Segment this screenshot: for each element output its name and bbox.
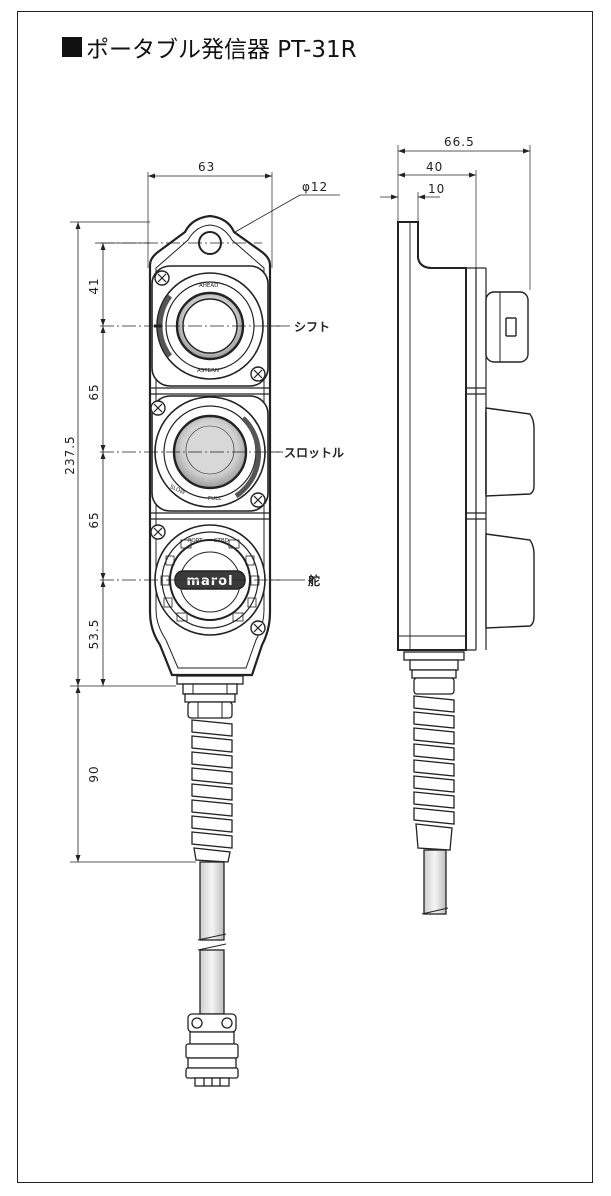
screw-icon: [250, 366, 266, 382]
dim-flange-label: 10: [428, 182, 445, 196]
cable: [197, 861, 227, 1015]
strain-relief-spring: [191, 719, 233, 863]
dim-width: [147, 172, 273, 268]
callout-throttle: スロットル: [284, 446, 344, 460]
side-cable-gland: [403, 651, 465, 695]
front-view: AHEAD ASTERN SLOW FULL: [70, 172, 340, 1087]
dim-bottom-offset-label: 53.5: [87, 619, 101, 650]
dim-gland-length-label: 90: [87, 765, 101, 782]
dim-pitch-2-label: 65: [87, 511, 101, 528]
callout-shift: シフト: [294, 320, 330, 334]
screw-icon: [250, 492, 266, 508]
dim-shift-offset-label: 41: [87, 277, 101, 294]
side-housing: [397, 221, 467, 651]
label-stbd: STBD: [214, 538, 229, 544]
shift-lever-side: [485, 291, 529, 363]
label-port: PORT: [188, 538, 203, 544]
drawing-title: ポータブル発信器 PT-31R: [86, 37, 357, 63]
screw-icon: [150, 400, 166, 416]
title-square-icon: [62, 37, 82, 57]
label-full: FULL: [208, 496, 222, 502]
cable-connector: [185, 1013, 239, 1087]
dim-hole-leader: [227, 194, 340, 237]
callout-rudder: 舵: [308, 573, 320, 588]
drawing-frame: [17, 11, 593, 1183]
side-cable: [423, 849, 447, 915]
title-block: ポータブル発信器 PT-31R: [62, 30, 357, 64]
dim-hole-label: φ12: [302, 180, 328, 194]
dim-overall-height-label: 237.5: [63, 435, 77, 474]
screw-icon: [154, 270, 170, 286]
throttle-knob-side: [485, 407, 535, 497]
screw-icon: [250, 620, 266, 636]
throttle-control: SLOW FULL: [150, 395, 269, 512]
dim-depth-body-label: 40: [426, 160, 443, 174]
screw-icon: [150, 524, 166, 540]
dim-width-label: 63: [198, 160, 215, 174]
rudder-knob-side: [485, 533, 535, 629]
side-strain-relief: [413, 695, 455, 851]
dim-pitch-1-label: 65: [87, 383, 101, 400]
brand-logo: marol: [186, 574, 233, 589]
label-ahead: AHEAD: [199, 283, 218, 289]
side-view: [380, 145, 535, 915]
label-astern: ASTERN: [197, 368, 219, 374]
dim-depth-total-label: 66.5: [444, 135, 475, 149]
cable-gland: [176, 675, 244, 719]
